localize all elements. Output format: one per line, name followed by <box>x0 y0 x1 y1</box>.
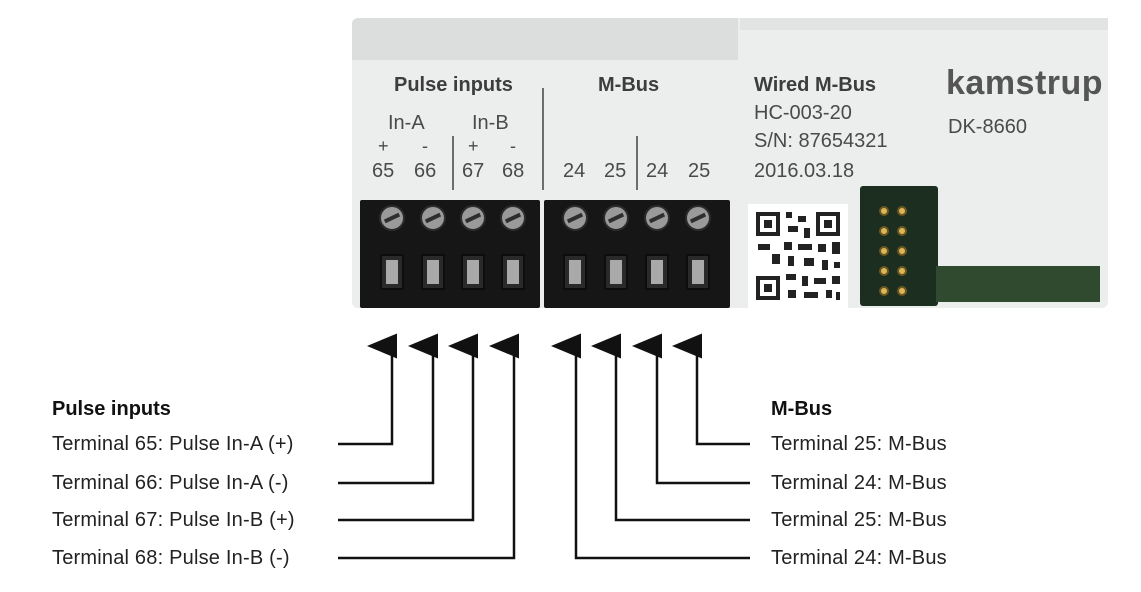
legend-heading-pulse: Pulse inputs <box>52 398 171 420</box>
header-pin <box>879 206 889 216</box>
legend-item-24b: Terminal 24: M-Bus <box>771 472 947 494</box>
legend-heading-mbus: M-Bus <box>771 398 833 420</box>
wire-slot-65 <box>380 254 404 290</box>
divider-in-a-b <box>452 136 454 190</box>
in-a-label: In-A <box>388 112 425 134</box>
terminal-number-68: 68 <box>502 160 525 182</box>
screw-65 <box>379 205 405 231</box>
wire-slot-25b <box>686 254 710 290</box>
header-pin <box>897 266 907 276</box>
polarity-65: + <box>378 136 389 156</box>
polarity-66: - <box>422 136 428 156</box>
screw-25a <box>603 205 629 231</box>
screw-24b <box>644 205 670 231</box>
arrow-terminal-24b <box>632 333 750 485</box>
arrow-terminal-67 <box>338 333 478 522</box>
polarity-67: + <box>468 136 479 156</box>
wire-slot-24a <box>563 254 587 290</box>
header-pin <box>879 246 889 256</box>
serial-number: S/N: 87654321 <box>754 130 888 152</box>
legend-item-67: Terminal 67: Pulse In-B (+) <box>52 509 295 531</box>
housing-top-lip <box>352 18 738 60</box>
screw-24a <box>562 205 588 231</box>
arrow-terminal-25a <box>591 333 750 522</box>
wire-slot-66 <box>421 254 445 290</box>
header-pin <box>879 226 889 236</box>
wire-slot-67 <box>461 254 485 290</box>
group-label-mbus: M-Bus <box>598 74 660 96</box>
terminal-number-67: 67 <box>462 160 485 182</box>
terminal-number-25a: 25 <box>604 160 627 182</box>
screw-25b <box>685 205 711 231</box>
group-label-pulse: Pulse inputs <box>394 74 513 96</box>
housing-right-lip <box>740 18 1108 30</box>
terminal-number-25b: 25 <box>688 160 711 182</box>
screw-66 <box>420 205 446 231</box>
arrow-terminal-24a <box>551 333 750 560</box>
pcb-edge <box>936 266 1100 302</box>
divider-pulse-mbus <box>542 88 544 190</box>
legend-item-65: Terminal 65: Pulse In-A (+) <box>52 433 294 455</box>
header-pin <box>897 226 907 236</box>
screw-67 <box>460 205 486 231</box>
module-photo: Pulse inputs M-Bus In-A In-B + - + - 65 … <box>352 18 1108 314</box>
in-b-label: In-B <box>472 112 509 134</box>
legend-item-25a: Terminal 25: M-Bus <box>771 509 947 531</box>
terminal-number-24b: 24 <box>646 160 669 182</box>
brand-logo: kamstrup <box>946 64 1104 102</box>
wire-slot-24b <box>645 254 669 290</box>
header-pin <box>879 286 889 296</box>
divider-mbus-pairs <box>636 136 638 190</box>
wired-mbus-title: Wired M-Bus <box>754 74 877 96</box>
model-number: HC-003-20 <box>754 102 852 124</box>
manufacture-date: 2016.03.18 <box>754 160 855 182</box>
legend-item-68: Terminal 68: Pulse In-B (-) <box>52 547 290 569</box>
header-pin <box>897 246 907 256</box>
arrow-terminal-25b <box>672 333 750 446</box>
header-pin <box>879 266 889 276</box>
header-pin <box>897 286 907 296</box>
terminal-number-65: 65 <box>372 160 395 182</box>
arrow-terminal-65 <box>338 333 397 446</box>
wire-slot-25a <box>604 254 628 290</box>
terminal-number-24a: 24 <box>563 160 586 182</box>
polarity-68: - <box>510 136 516 156</box>
arrow-terminal-66 <box>338 333 438 485</box>
legend-item-24a: Terminal 24: M-Bus <box>771 547 947 569</box>
arrow-terminal-68 <box>338 333 519 560</box>
legend-item-66: Terminal 66: Pulse In-A (-) <box>52 472 289 494</box>
wire-slot-68 <box>501 254 525 290</box>
screw-68 <box>500 205 526 231</box>
header-pin <box>897 206 907 216</box>
legend-item-25b: Terminal 25: M-Bus <box>771 433 947 455</box>
qr-code <box>748 204 848 308</box>
brand-code: DK-8660 <box>948 116 1027 138</box>
terminal-number-66: 66 <box>414 160 437 182</box>
